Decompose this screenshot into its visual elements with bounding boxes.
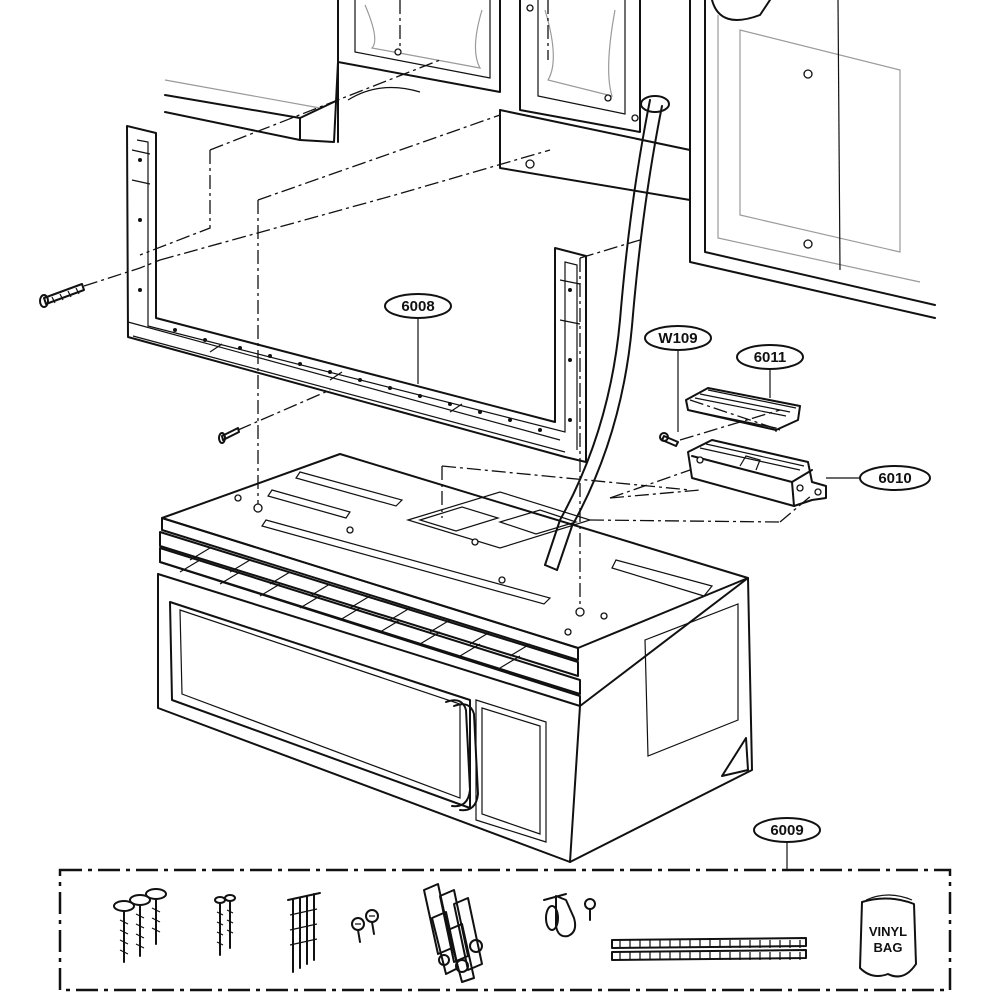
callout-6011: 6011 [736, 344, 804, 370]
mounting-plate [126, 125, 587, 463]
microwave-oven [157, 453, 753, 863]
toggle-bolts [287, 892, 321, 973]
installation-kit: VINYL BAG [58, 868, 952, 992]
callout-label-6008: 6008 [401, 298, 434, 315]
front-grille [179, 547, 531, 669]
terminal-bracket [687, 439, 827, 507]
callout-label-6011: 6011 [754, 349, 787, 366]
toggle-wings [423, 883, 483, 983]
small-screws [351, 909, 379, 943]
vinyl-bag-label-line2: BAG [874, 940, 903, 955]
callout-6008: 6008 [384, 293, 452, 319]
cord-clamp [543, 893, 596, 938]
vinyl-bag-label-line1: VINYL [869, 924, 907, 939]
plate-screw [218, 427, 240, 444]
callout-w109: W109 [644, 325, 712, 351]
plate-holes [131, 149, 581, 432]
wall-cabinets [164, 0, 936, 319]
leader-lines [417, 318, 860, 870]
spring-strips [611, 937, 807, 961]
callout-6009: 6009 [753, 817, 821, 843]
power-cord [544, 99, 663, 571]
bracket-cover [685, 387, 801, 432]
wall-screw [39, 283, 85, 308]
callout-label-w109: W109 [658, 330, 697, 347]
long-screws [113, 888, 167, 963]
wood-screws [214, 894, 236, 956]
callout-6010: 6010 [859, 465, 931, 491]
vinyl-bag: VINYL BAG [859, 894, 917, 978]
callout-label-6010: 6010 [878, 470, 911, 487]
callout-label-6009: 6009 [770, 822, 803, 839]
bracket-screw [659, 432, 679, 447]
